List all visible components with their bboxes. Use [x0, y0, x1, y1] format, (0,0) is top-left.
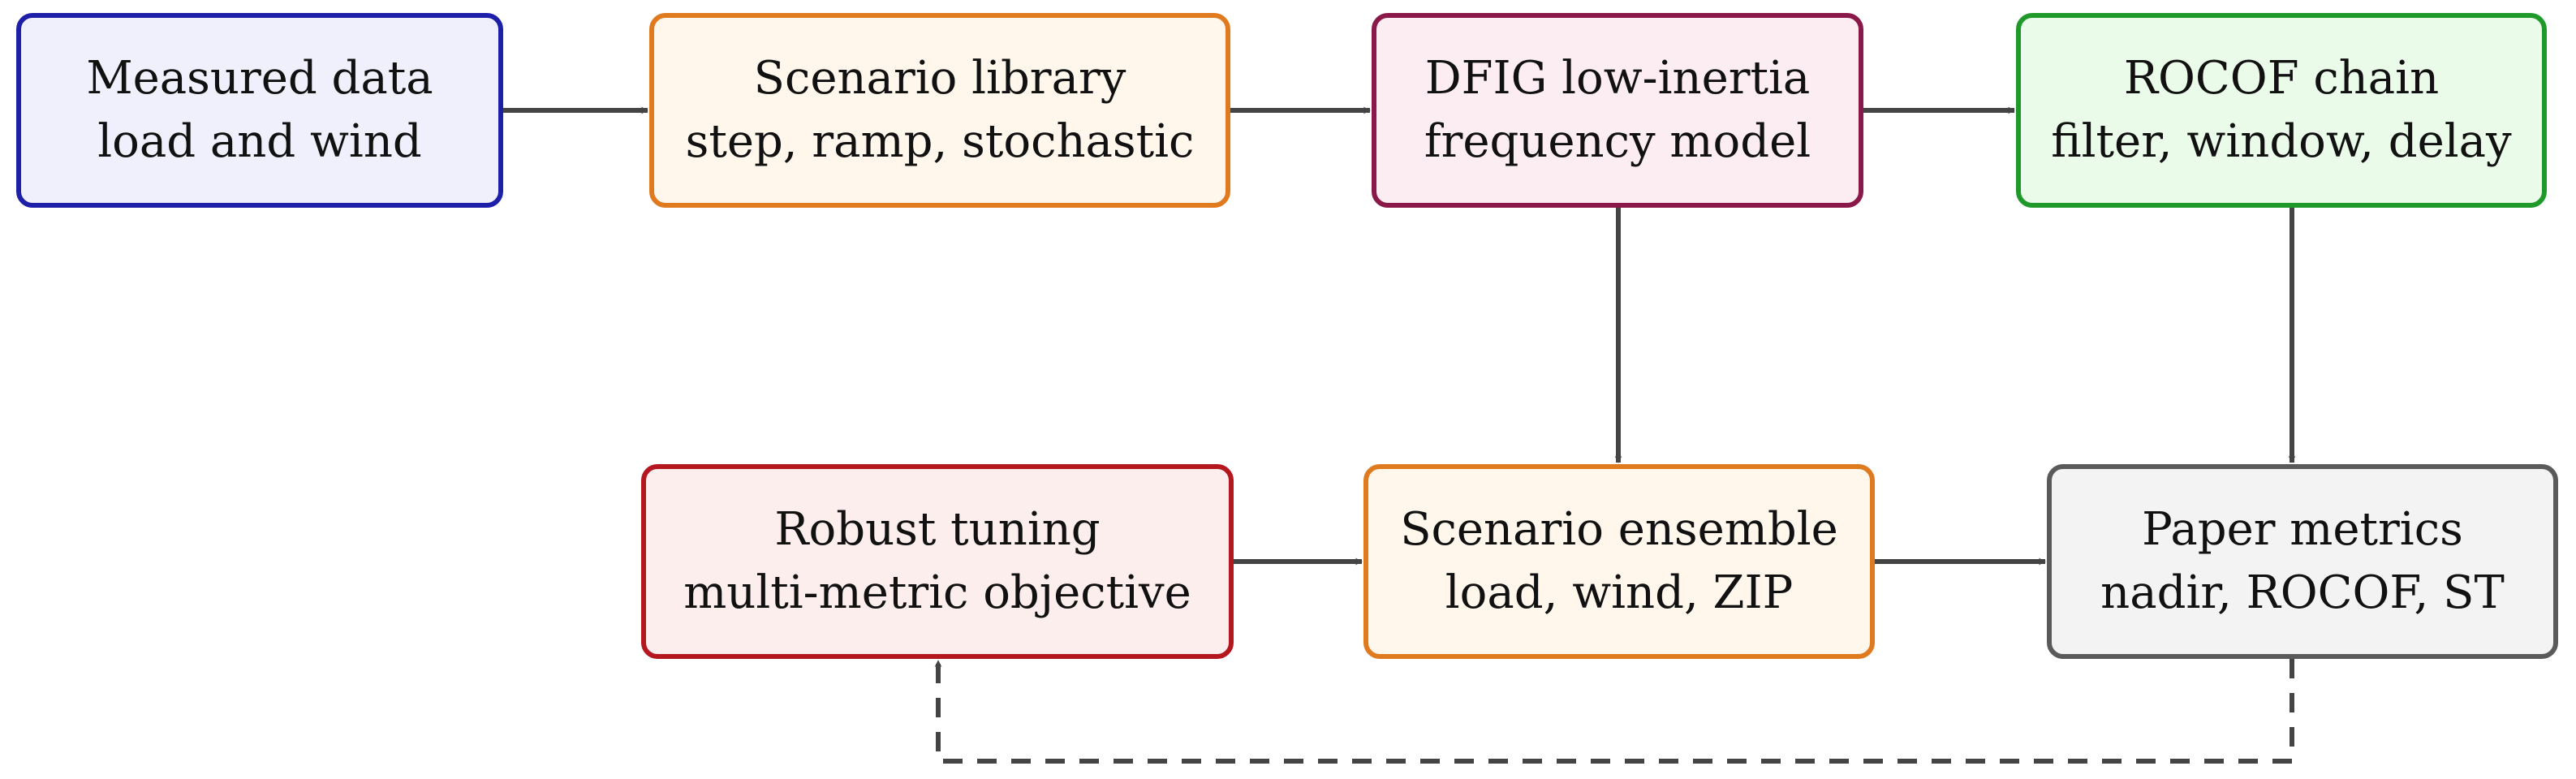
node-rocof-chain: ROCOF chain filter, window, delay	[2016, 13, 2547, 208]
node-dfig-model-title: DFIG low-inertia	[1424, 52, 1811, 105]
node-paper-metrics-subtitle: nadir, ROCOF, ST	[2100, 566, 2505, 619]
node-rocof-chain-title: ROCOF chain	[2123, 52, 2440, 105]
node-scenario-library-title: Scenario library	[753, 52, 1126, 105]
node-scenario-ensemble: Scenario ensemble load, wind, ZIP	[1363, 464, 1875, 659]
node-rocof-chain-subtitle: filter, window, delay	[2051, 115, 2512, 168]
node-robust-tuning: Robust tuning multi-metric objective	[641, 464, 1234, 659]
node-measured-data-subtitle: load and wind	[97, 115, 422, 168]
node-robust-tuning-title: Robust tuning	[774, 503, 1101, 556]
arrow-paper-metrics-to-robust-tuning	[934, 659, 2294, 764]
node-dfig-model: DFIG low-inertia frequency model	[1372, 13, 1863, 208]
node-paper-metrics: Paper metrics nadir, ROCOF, ST	[2047, 464, 2558, 659]
node-measured-data: Measured data load and wind	[16, 13, 503, 208]
node-robust-tuning-subtitle: multi-metric objective	[683, 566, 1191, 619]
node-dfig-model-subtitle: frequency model	[1424, 115, 1811, 168]
node-paper-metrics-title: Paper metrics	[2142, 503, 2463, 556]
node-scenario-library: Scenario library step, ramp, stochastic	[649, 13, 1230, 208]
node-scenario-library-subtitle: step, ramp, stochastic	[685, 115, 1195, 168]
node-scenario-ensemble-subtitle: load, wind, ZIP	[1445, 566, 1794, 619]
node-scenario-ensemble-title: Scenario ensemble	[1400, 503, 1838, 556]
node-measured-data-title: Measured data	[86, 52, 433, 105]
